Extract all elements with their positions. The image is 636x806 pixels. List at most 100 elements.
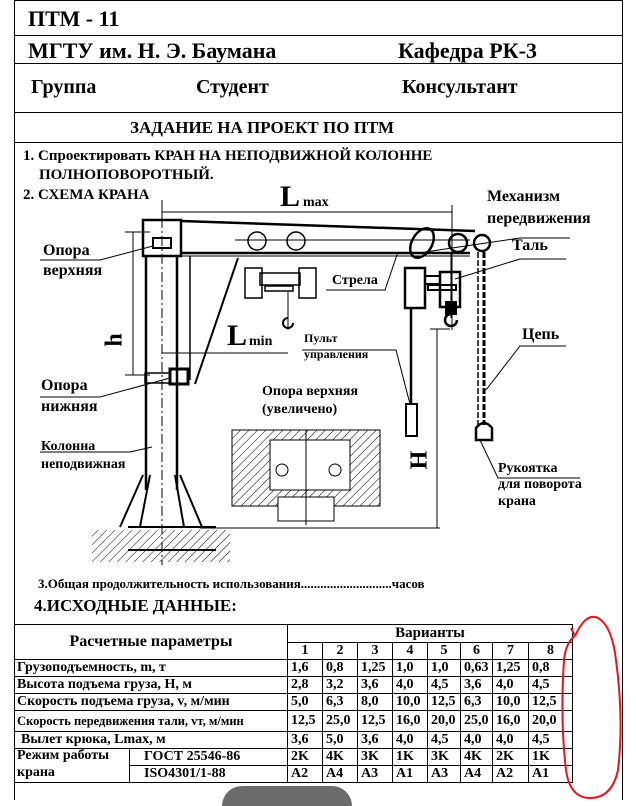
label-handle: Рукоятка: [498, 461, 558, 476]
cell: 1K: [392, 748, 428, 766]
task-item-4: 4.ИСХОДНЫЕ ДАННЫЕ:: [34, 596, 237, 615]
cell: 10,0: [492, 693, 529, 711]
H-label: H: [406, 450, 433, 470]
variant-number: 4: [392, 641, 428, 660]
mode-label-line: крана: [17, 765, 55, 780]
cell: 4,5: [427, 731, 461, 749]
cell: 12,5: [427, 693, 461, 711]
handle-icon: [474, 421, 494, 442]
label-detail-2: (увеличено): [262, 402, 338, 417]
variants-header: Варианты: [287, 624, 573, 643]
cell: 0,63: [460, 659, 493, 677]
label-boom: Стрела: [332, 273, 378, 288]
variant-number: 7: [492, 641, 529, 660]
label-pendant: Пульт: [304, 331, 338, 345]
h-label: h: [101, 333, 128, 347]
cell: 4,5: [427, 676, 461, 694]
iso-label: ISO4301/1-88: [129, 765, 288, 783]
label-mechanism: Механизм: [487, 188, 560, 205]
row-label: Вылет крюка, Lmax, м: [14, 731, 288, 749]
group-label: Группа: [31, 76, 97, 98]
divider: [14, 112, 623, 113]
cell: 4,0: [392, 731, 428, 749]
assignment-title: ЗАДАНИЕ НА ПРОЕКТ ПО ПТМ: [130, 118, 395, 137]
variant-number: 5: [427, 641, 461, 660]
divider: [14, 35, 623, 36]
cell: 3,6: [460, 676, 493, 694]
cell: 25,0: [322, 710, 358, 732]
cell: 1,0: [392, 659, 428, 677]
variant-number: 2: [322, 641, 358, 660]
pendant-icon: [405, 403, 418, 437]
variant-number: 1: [287, 641, 323, 660]
cell: 1K: [528, 748, 573, 766]
cell: 20,0: [528, 710, 573, 732]
foundation: [92, 530, 230, 562]
cell: 2,8: [287, 676, 323, 694]
cell: 12,5: [528, 693, 573, 711]
consultant-label: Консультант: [402, 76, 518, 98]
cell: 0,8: [528, 659, 573, 677]
cell: 4K: [460, 748, 493, 766]
label-upper-support: Опора: [43, 242, 90, 259]
label-upper-support-2: верхняя: [43, 262, 103, 279]
cell: 12,5: [287, 710, 323, 732]
cell: 2K: [492, 748, 529, 766]
table-row: Скорость подъема груза, v, м/мин 5,0 6,3…: [14, 693, 573, 711]
mode-label: Режим работы крана: [14, 748, 130, 783]
department-name: Кафедра РК-3: [398, 38, 537, 63]
cell: 1,25: [357, 659, 393, 677]
cell: A1: [528, 765, 573, 783]
divider: [14, 63, 623, 64]
table-row: Высота подъема груза, H, м 2,8 3,2 3,6 4…: [14, 676, 573, 694]
gost-label: ГОСТ 25546-86: [129, 748, 288, 766]
label-chain: Цепь: [522, 326, 560, 343]
cell: 4,0: [392, 676, 428, 694]
label-pendant-2: управления: [304, 347, 369, 361]
cell: A2: [287, 765, 323, 783]
frame-top: [14, 0, 623, 1]
task-item-3: 3.Общая продолжительность использования.…: [38, 576, 425, 591]
cell: 6,3: [322, 693, 358, 711]
row-label: Скорость подъема груза, v, м/мин: [14, 693, 288, 711]
frame-left: [14, 0, 15, 800]
cell: A4: [322, 765, 358, 783]
table-row: Вылет крюка, Lmax, м 3,6 5,0 3,6 4,0 4,5…: [14, 731, 573, 749]
label-handle-3: крана: [498, 494, 536, 509]
university-name: МГТУ им. Н. Э. Баумана: [28, 38, 277, 63]
cell: 3K: [357, 748, 393, 766]
params-header: Расчетные параметры: [14, 624, 288, 660]
label-hoist: Таль: [512, 237, 548, 254]
student-label: Студент: [196, 76, 269, 98]
label-column-2: неподвижная: [41, 457, 126, 472]
cell: A1: [392, 765, 428, 783]
cell: A3: [357, 765, 393, 783]
cell: 1,25: [492, 659, 529, 677]
task-item-2: 2. СХЕМА КРАНА: [23, 187, 150, 203]
variant-number: 3: [357, 641, 393, 660]
cell: A2: [492, 765, 529, 783]
cell: 12,5: [357, 710, 393, 732]
task-item-1: 1. Спроектировать КРАН НА НЕПОДВИЖНОЙ КО…: [23, 148, 433, 164]
cell: 0,8: [322, 659, 358, 677]
cell: 4,0: [460, 731, 493, 749]
label-lower-support: Опора: [41, 377, 88, 394]
cell: 8,0: [357, 693, 393, 711]
task-item-1-cont: ПОЛНОПОВОРОТНЫЙ.: [39, 167, 214, 183]
parameters-table: Расчетные параметры Варианты 1 2 3 4 5 6…: [14, 624, 573, 783]
scroll-overlay[interactable]: [222, 786, 352, 806]
cell: A4: [460, 765, 493, 783]
cell: 1,6: [287, 659, 323, 677]
cell: 10,0: [392, 693, 428, 711]
lower-support-icon: [168, 367, 190, 386]
cell: A3: [427, 765, 461, 783]
travel-mechanism: [408, 227, 436, 259]
doc-code: ПТМ - 11: [28, 6, 120, 31]
crane-diagram: [40, 200, 580, 565]
cell: 1,0: [427, 659, 461, 677]
variant-number: 8: [528, 641, 573, 660]
label-detail: Опора верхняя: [262, 384, 359, 399]
cell: 5,0: [287, 693, 323, 711]
cell: 4K: [322, 748, 358, 766]
